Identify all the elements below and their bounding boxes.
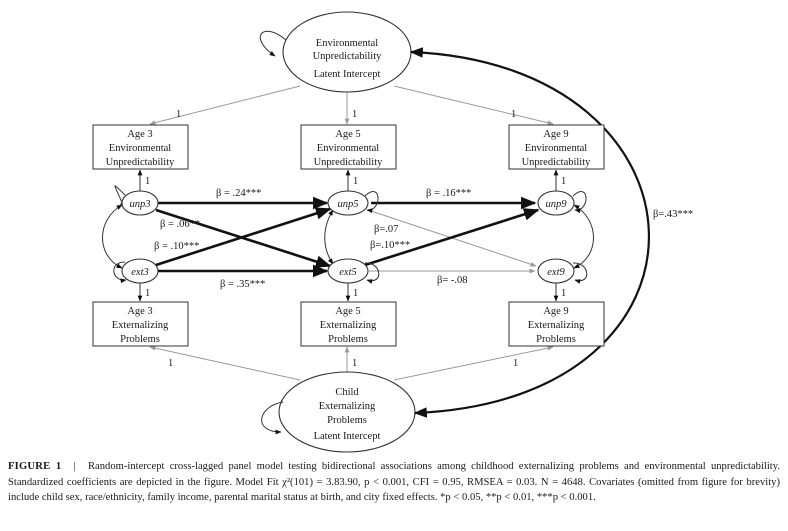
svg-text:Unpredictability: Unpredictability [106,157,176,168]
env-latent-intercept: Environmental Unpredictability Latent In… [259,11,412,93]
svg-text:1: 1 [353,288,358,299]
loading-label: 1 [168,358,173,369]
loading-label: 1 [352,358,357,369]
svg-text:unp3: unp3 [130,199,151,210]
svg-text:Externalizing: Externalizing [528,320,585,331]
svg-text:Latent Intercept: Latent Intercept [314,431,381,442]
svg-text:Externalizing: Externalizing [112,320,169,331]
svg-text:Unpredictability: Unpredictability [313,51,383,62]
label-ext5-unp9: β=.10*** [370,240,410,251]
svg-text:Externalizing: Externalizing [319,401,376,412]
ext-box-age3: Age 3 Externalizing Problems [92,301,189,347]
svg-text:Problems: Problems [536,334,576,345]
ext-latent-intercept: Child Externalizing Problems Latent Inte… [261,371,416,453]
loading-label: 1 [176,109,181,120]
svg-text:Age 5: Age 5 [335,306,360,317]
svg-text:Environmental: Environmental [317,143,379,154]
label-unp5-ext9: β=.07 [374,224,398,235]
label-ext3-ext5: β = .35*** [220,279,265,290]
label-ext3-unp5: β = .10*** [154,241,199,252]
caption-separator: | [73,461,76,472]
svg-text:Environmental: Environmental [316,38,378,49]
ri-clpm-diagram: 1 1 1 1 1 1 Environmental Unpredictabili… [92,11,693,453]
node-ext3: ext3 [121,258,159,284]
svg-text:Problems: Problems [120,334,160,345]
caption-label: FIGURE 1 [8,461,62,472]
svg-text:Age 5: Age 5 [335,129,360,140]
svg-text:ext3: ext3 [131,267,149,278]
svg-text:Problems: Problems [327,415,367,426]
latent-covariance-arrow [409,47,650,418]
svg-text:Child: Child [335,387,359,398]
variance-arrow [261,401,284,435]
svg-text:Environmental: Environmental [109,143,171,154]
svg-text:Unpredictability: Unpredictability [522,157,592,168]
loading-label: 1 [511,109,516,120]
figure-caption: FIGURE 1 | Random-intercept cross-lagged… [8,459,780,506]
loading-label: 1 [352,109,357,120]
svg-text:Externalizing: Externalizing [320,320,377,331]
env-box-age9: Age 9 Environmental Unpredictability [508,124,605,170]
caption-text: Random-intercept cross-lagged panel mode… [8,461,780,503]
svg-text:1: 1 [353,176,358,187]
svg-text:Latent Intercept: Latent Intercept [314,69,381,80]
svg-text:Age 9: Age 9 [543,129,568,140]
svg-text:1: 1 [145,288,150,299]
svg-text:Age 3: Age 3 [127,306,152,317]
svg-text:Age 3: Age 3 [127,129,152,140]
residual-loops [113,185,588,284]
svg-text:ext5: ext5 [339,267,357,278]
within-covariances [102,204,594,269]
env-box-age3: Age 3 Environmental Unpredictability [92,124,189,170]
node-unp9: unp9 [537,190,575,216]
svg-text:ext9: ext9 [547,267,565,278]
svg-text:unp9: unp9 [546,199,568,210]
structural-paths [155,196,540,278]
label-unp3-ext5: β = .06** [160,219,200,230]
svg-text:Unpredictability: Unpredictability [314,157,384,168]
node-unp3: unp3 [121,190,159,216]
node-ext9: ext9 [537,258,575,284]
label-unp3-unp5: β = .24*** [216,188,261,199]
svg-text:1: 1 [561,176,566,187]
svg-text:Environmental: Environmental [525,143,587,154]
path-ext3-unp5 [155,207,332,267]
latent-covariance-label: β=.43*** [653,209,693,220]
path-ext5-unp9 [364,208,540,267]
path-labels: β = .24*** β = .16*** β = .35*** β = .06… [154,188,471,290]
ext-box-age5: Age 5 Externalizing Problems [300,301,397,347]
svg-text:1: 1 [145,176,150,187]
label-ext5-ext9: β= -.08 [437,275,468,286]
label-unp5-unp9: β = .16*** [426,188,471,199]
env-box-age5: Age 5 Environmental Unpredictability [300,124,397,170]
svg-text:unp5: unp5 [338,199,359,210]
node-unp5: unp5 [327,190,369,216]
variance-arrow [259,30,287,57]
svg-text:Age 9: Age 9 [543,306,568,317]
loading-label: 1 [513,358,518,369]
within-loadings: 1 1 1 1 1 1 [137,169,566,302]
node-ext5: ext5 [327,258,369,284]
svg-text:Problems: Problems [328,334,368,345]
svg-text:1: 1 [561,288,566,299]
ext-box-age9: Age 9 Externalizing Problems [508,301,605,347]
